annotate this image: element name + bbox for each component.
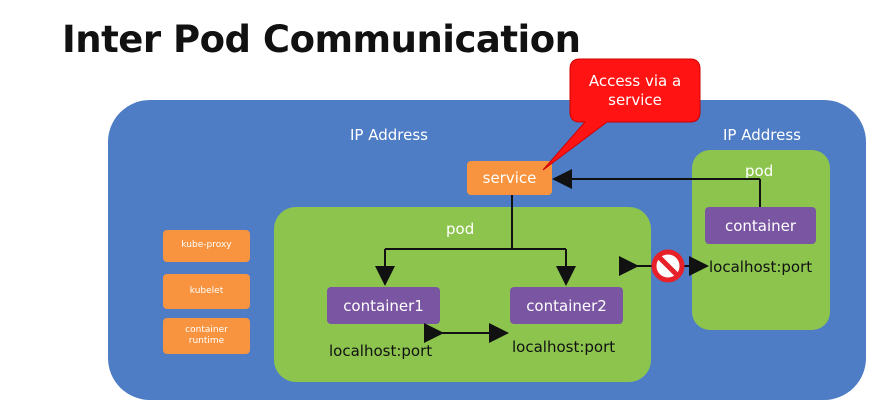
kube-proxy-box: kube-proxy <box>163 230 250 262</box>
container1-box: container1 <box>327 287 440 324</box>
slide-title: Inter Pod Communication <box>62 18 581 61</box>
container-box-right: container <box>705 207 816 244</box>
localhost-port-middle: localhost:port <box>512 338 616 356</box>
service-box: service <box>467 161 552 195</box>
callout-shape <box>542 58 701 171</box>
container2-box: container2 <box>510 287 623 324</box>
ip-address-label-right: IP Address <box>723 126 801 144</box>
container-runtime-box: container runtime <box>163 318 250 354</box>
localhost-port-right: localhost:port <box>709 258 813 276</box>
pod-left-label: pod <box>446 220 475 238</box>
ip-address-label-main: IP Address <box>350 126 428 144</box>
no-entry-icon <box>651 249 685 283</box>
pod-right-label: pod <box>745 162 774 180</box>
access-via-service-callout: Access via a service <box>588 72 682 109</box>
localhost-port-left: localhost:port <box>329 342 433 360</box>
kubelet-box: kubelet <box>163 274 250 309</box>
